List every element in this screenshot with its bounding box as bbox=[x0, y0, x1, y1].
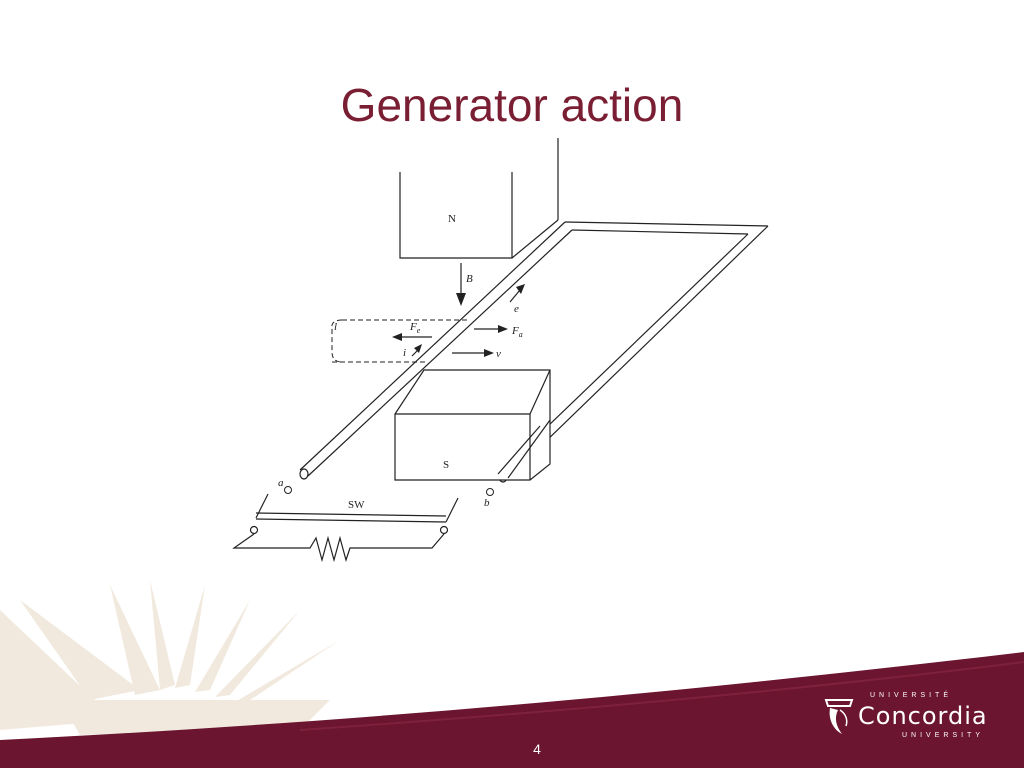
logo-bottom-text: UNIVERSITY bbox=[902, 732, 985, 739]
north-pole-magnet bbox=[399, 138, 559, 259]
force-a-label: Fa bbox=[511, 325, 523, 339]
south-label: S bbox=[443, 459, 449, 471]
current-label: i bbox=[403, 347, 406, 359]
page-number: 4 bbox=[533, 741, 541, 757]
length-label: l bbox=[334, 321, 337, 333]
slide-title: Generator action bbox=[340, 79, 684, 131]
sunburst-decoration bbox=[0, 580, 340, 735]
maroon-band bbox=[0, 652, 1024, 768]
velocity-arrow bbox=[452, 349, 494, 357]
south-pole-magnet bbox=[394, 369, 551, 481]
b-field-label: B bbox=[466, 273, 473, 285]
load-resistor bbox=[232, 533, 445, 563]
emf-label: e bbox=[514, 303, 519, 315]
generator-diagram: N B l bbox=[232, 138, 769, 563]
velocity-label: v bbox=[496, 348, 501, 360]
terminal-a-label: a bbox=[278, 477, 284, 489]
concordia-logo: UNIVERSITÉ Concordia UNIVERSITY bbox=[822, 692, 1002, 742]
logo-emblem-icon bbox=[824, 699, 854, 734]
terminals bbox=[284, 486, 494, 496]
force-a-arrow bbox=[474, 325, 508, 333]
emf-arrow bbox=[509, 284, 525, 303]
length-region bbox=[331, 319, 468, 363]
b-field-arrow bbox=[456, 263, 466, 306]
logo-top-text: UNIVERSITÉ bbox=[870, 692, 953, 699]
logo-name: Concordia bbox=[858, 702, 988, 730]
force-e-arrow bbox=[392, 333, 432, 341]
switch bbox=[249, 493, 459, 535]
force-e-label: Fe bbox=[409, 321, 421, 335]
current-arrow bbox=[411, 344, 422, 357]
north-label: N bbox=[448, 213, 456, 225]
maroon-band-highlight bbox=[299, 661, 1024, 731]
switch-label: SW bbox=[348, 499, 365, 511]
right-rail-front bbox=[497, 419, 551, 479]
terminal-b-label: b bbox=[484, 497, 490, 509]
